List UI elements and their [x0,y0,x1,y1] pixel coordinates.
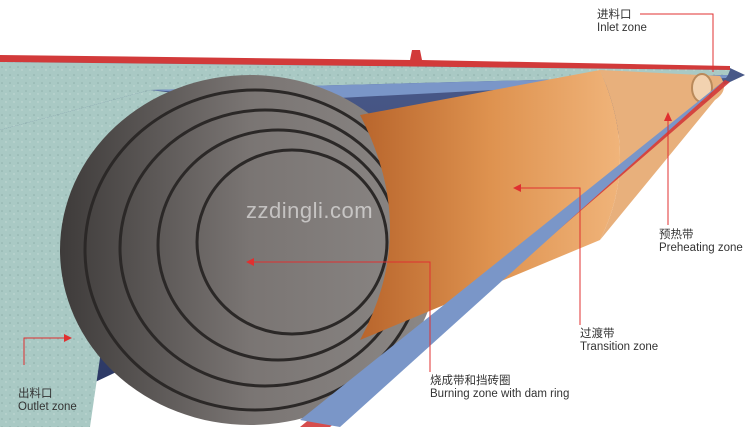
label-transition-zh: 过渡带 [580,326,615,340]
label-transition-en: Transition zone [580,341,659,353]
steel-edge-top [0,50,730,70]
label-preheating: 预热带 Preheating zone [659,227,743,255]
cut-face-left [0,90,230,427]
label-inlet-zh: 进料口 [597,7,632,21]
label-transition: 过渡带 Transition zone [580,326,658,354]
label-burning-zh: 烧成带和挡砖圈 [430,373,511,387]
leader-inlet [640,13,714,72]
label-inlet-en: Inlet zone [597,22,647,34]
label-outlet-en: Outlet zone [18,401,77,413]
label-inlet: 进料口 Inlet zone [597,7,647,35]
leader-burning [250,261,431,372]
watermark: zzdingli.com [246,198,374,223]
leader-transition [517,187,581,325]
label-burning-en: Burning zone with dam ring [430,388,570,400]
label-outlet: 出料口 Outlet zone [18,386,77,414]
label-preheating-en: Preheating zone [659,242,743,254]
brick-ring-bottom [300,80,725,427]
transition-zone-bricks [360,70,620,340]
insulation-top [0,62,730,130]
leader-lines [23,13,714,372]
leader-arrowheads [64,112,672,342]
label-burning: 烧成带和挡砖圈 Burning zone with dam ring [430,373,569,401]
label-outlet-zh: 出料口 [18,386,53,400]
leader-outlet [23,337,68,365]
label-preheating-zh: 预热带 [659,227,694,241]
